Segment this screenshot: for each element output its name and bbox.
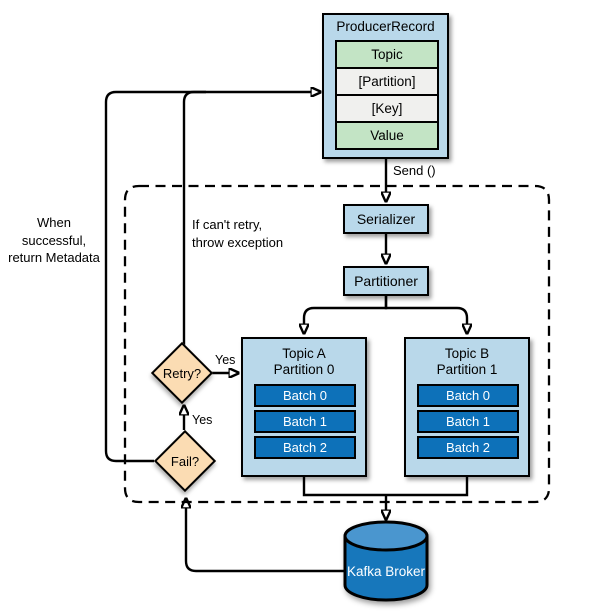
topic-a-partition-box: Topic A Partition 0 Batch 0 Batch 1 Batc…: [241, 337, 367, 477]
topic-b-title: Topic B Partition 1: [406, 346, 528, 378]
annotation-success-line2: return Metadata: [8, 250, 100, 265]
topic-a-partition: Partition 0: [273, 362, 335, 377]
fail-decision-diamond: Fail?: [153, 429, 217, 493]
partitioner-box: Partitioner: [343, 266, 429, 296]
send-label: Send (): [393, 163, 436, 178]
field-row-partition: [Partition]: [337, 69, 437, 96]
topic-a-name: Topic A: [282, 346, 326, 361]
topic-b-partition: Partition 1: [436, 362, 498, 377]
annotation-throw-line1: If can't retry,: [192, 217, 263, 232]
topic-b-partition-box: Topic B Partition 1 Batch 0 Batch 1 Batc…: [404, 337, 530, 477]
field-row-key: [Key]: [337, 96, 437, 123]
topic-a-batches: Batch 0 Batch 1 Batch 2: [254, 384, 356, 459]
annotation-success: When successful, return Metadata: [5, 214, 103, 267]
batch-row: Batch 0: [417, 384, 519, 407]
retry-decision-diamond: Retry?: [150, 341, 214, 405]
producer-record-box: ProducerRecord Topic [Partition] [Key] V…: [322, 13, 449, 159]
yes-label-fail: Yes: [192, 413, 213, 427]
annotation-throw-exception: If can't retry, throw exception: [192, 216, 312, 251]
batch-row: Batch 0: [254, 384, 356, 407]
retry-label: Retry?: [162, 365, 202, 381]
success-return-metadata-path: [104, 92, 311, 463]
topic-a-title: Topic A Partition 0: [243, 346, 365, 378]
database-cylinder-icon: [343, 520, 429, 602]
serializer-box: Serializer: [343, 204, 429, 234]
producer-internal-boundary-dashed-box: [123, 184, 551, 504]
field-row-topic: Topic: [337, 42, 437, 69]
kafka-broker-label: Kafka Broker: [346, 564, 426, 579]
kafka-broker-cylinder: Kafka Broker: [341, 518, 431, 606]
partitioner-to-topic-a-arrow: [304, 296, 388, 324]
partitioner-to-topic-b-arrow: [384, 296, 467, 324]
yes-label-retry: Yes: [215, 353, 236, 367]
batch-row: Batch 2: [417, 436, 519, 459]
annotation-throw-line2: throw exception: [192, 234, 284, 250]
partitions-merge-line: [302, 477, 469, 497]
topic-b-batches: Batch 0 Batch 1 Batch 2: [417, 384, 519, 459]
producer-record-field-table: Topic [Partition] [Key] Value: [335, 40, 439, 150]
fail-label: Fail?: [170, 453, 200, 469]
broker-to-fail-arrow: [186, 508, 346, 573]
batch-row: Batch 2: [254, 436, 356, 459]
throw-exception-path: [182, 90, 206, 347]
topic-b-name: Topic B: [444, 346, 490, 361]
annotation-success-line1: When successful,: [21, 215, 87, 248]
field-row-value: Value: [337, 123, 437, 148]
batch-row: Batch 1: [417, 410, 519, 433]
producer-record-title: ProducerRecord: [336, 19, 435, 34]
batch-row: Batch 1: [254, 410, 356, 433]
